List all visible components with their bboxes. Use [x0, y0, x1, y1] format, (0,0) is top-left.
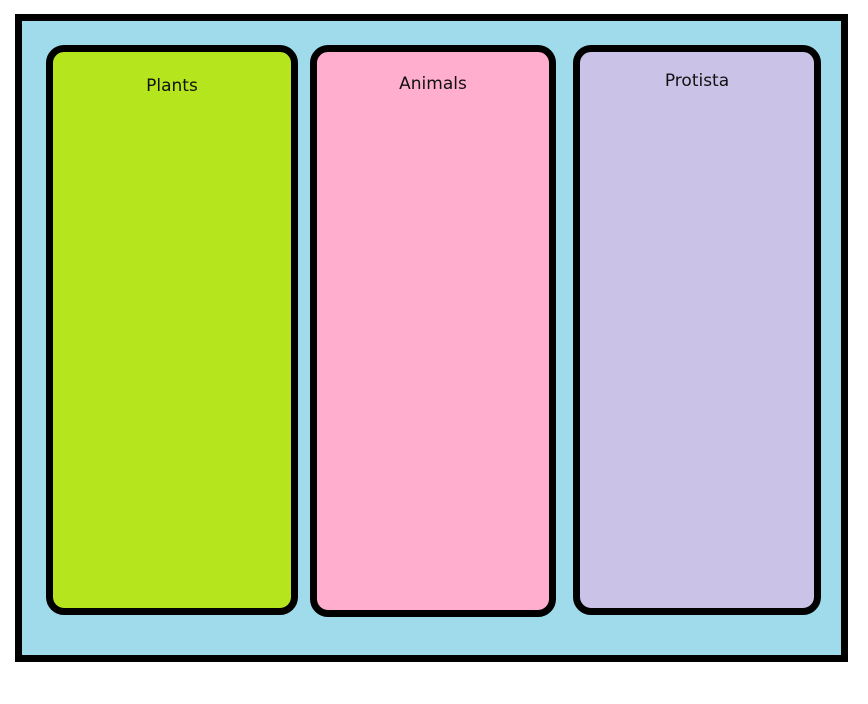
classification-chart-frame: Plants Animals Protista	[15, 14, 848, 662]
category-column-animals[interactable]: Animals	[310, 45, 556, 617]
category-label-animals: Animals	[399, 74, 467, 94]
category-label-plants: Plants	[146, 76, 198, 96]
category-column-plants[interactable]: Plants	[46, 45, 298, 615]
category-columns-container: Plants Animals Protista	[22, 21, 841, 655]
category-column-protista[interactable]: Protista	[573, 45, 821, 615]
category-label-protista: Protista	[664, 71, 730, 91]
